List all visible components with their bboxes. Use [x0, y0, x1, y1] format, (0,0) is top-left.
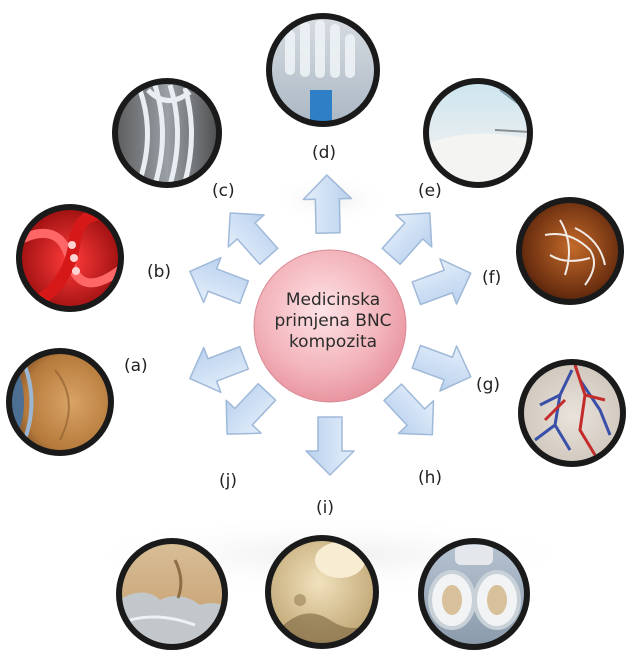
blood-vessel-icon: [10, 200, 130, 320]
heart-icon: [515, 195, 630, 310]
arrow-to-a: [181, 335, 252, 401]
label-d: (d): [312, 145, 336, 162]
label-c: (c): [212, 183, 235, 200]
center-label-line2: primjena BNC: [258, 311, 408, 332]
label-f: (f): [482, 270, 501, 287]
label-h: (h): [418, 470, 442, 487]
lung-vasculature-icon: [515, 360, 630, 470]
arrow-to-h: [375, 376, 450, 451]
coiled-tubes-icon: [110, 75, 225, 190]
arrow-to-g: [408, 334, 479, 399]
glove-icon: [265, 12, 385, 132]
label-i: (i): [316, 500, 334, 517]
center-label-line3: kompozita: [258, 332, 408, 353]
arrow-to-b: [181, 249, 252, 315]
label-g: (g): [476, 377, 500, 394]
label-a: (a): [124, 358, 148, 375]
arrow-to-f: [408, 251, 479, 316]
wound-dressing-icon: [420, 75, 535, 190]
label-b: (b): [147, 264, 171, 281]
arrow-to-i: [306, 417, 354, 475]
center-label-line1: Medicinska: [258, 290, 408, 311]
center-label: Medicinska primjena BNC kompozita: [258, 290, 408, 353]
label-j: (j): [219, 473, 237, 490]
arrow-to-j: [210, 375, 285, 450]
label-e: (e): [418, 183, 442, 200]
eye-icon: [5, 345, 115, 460]
